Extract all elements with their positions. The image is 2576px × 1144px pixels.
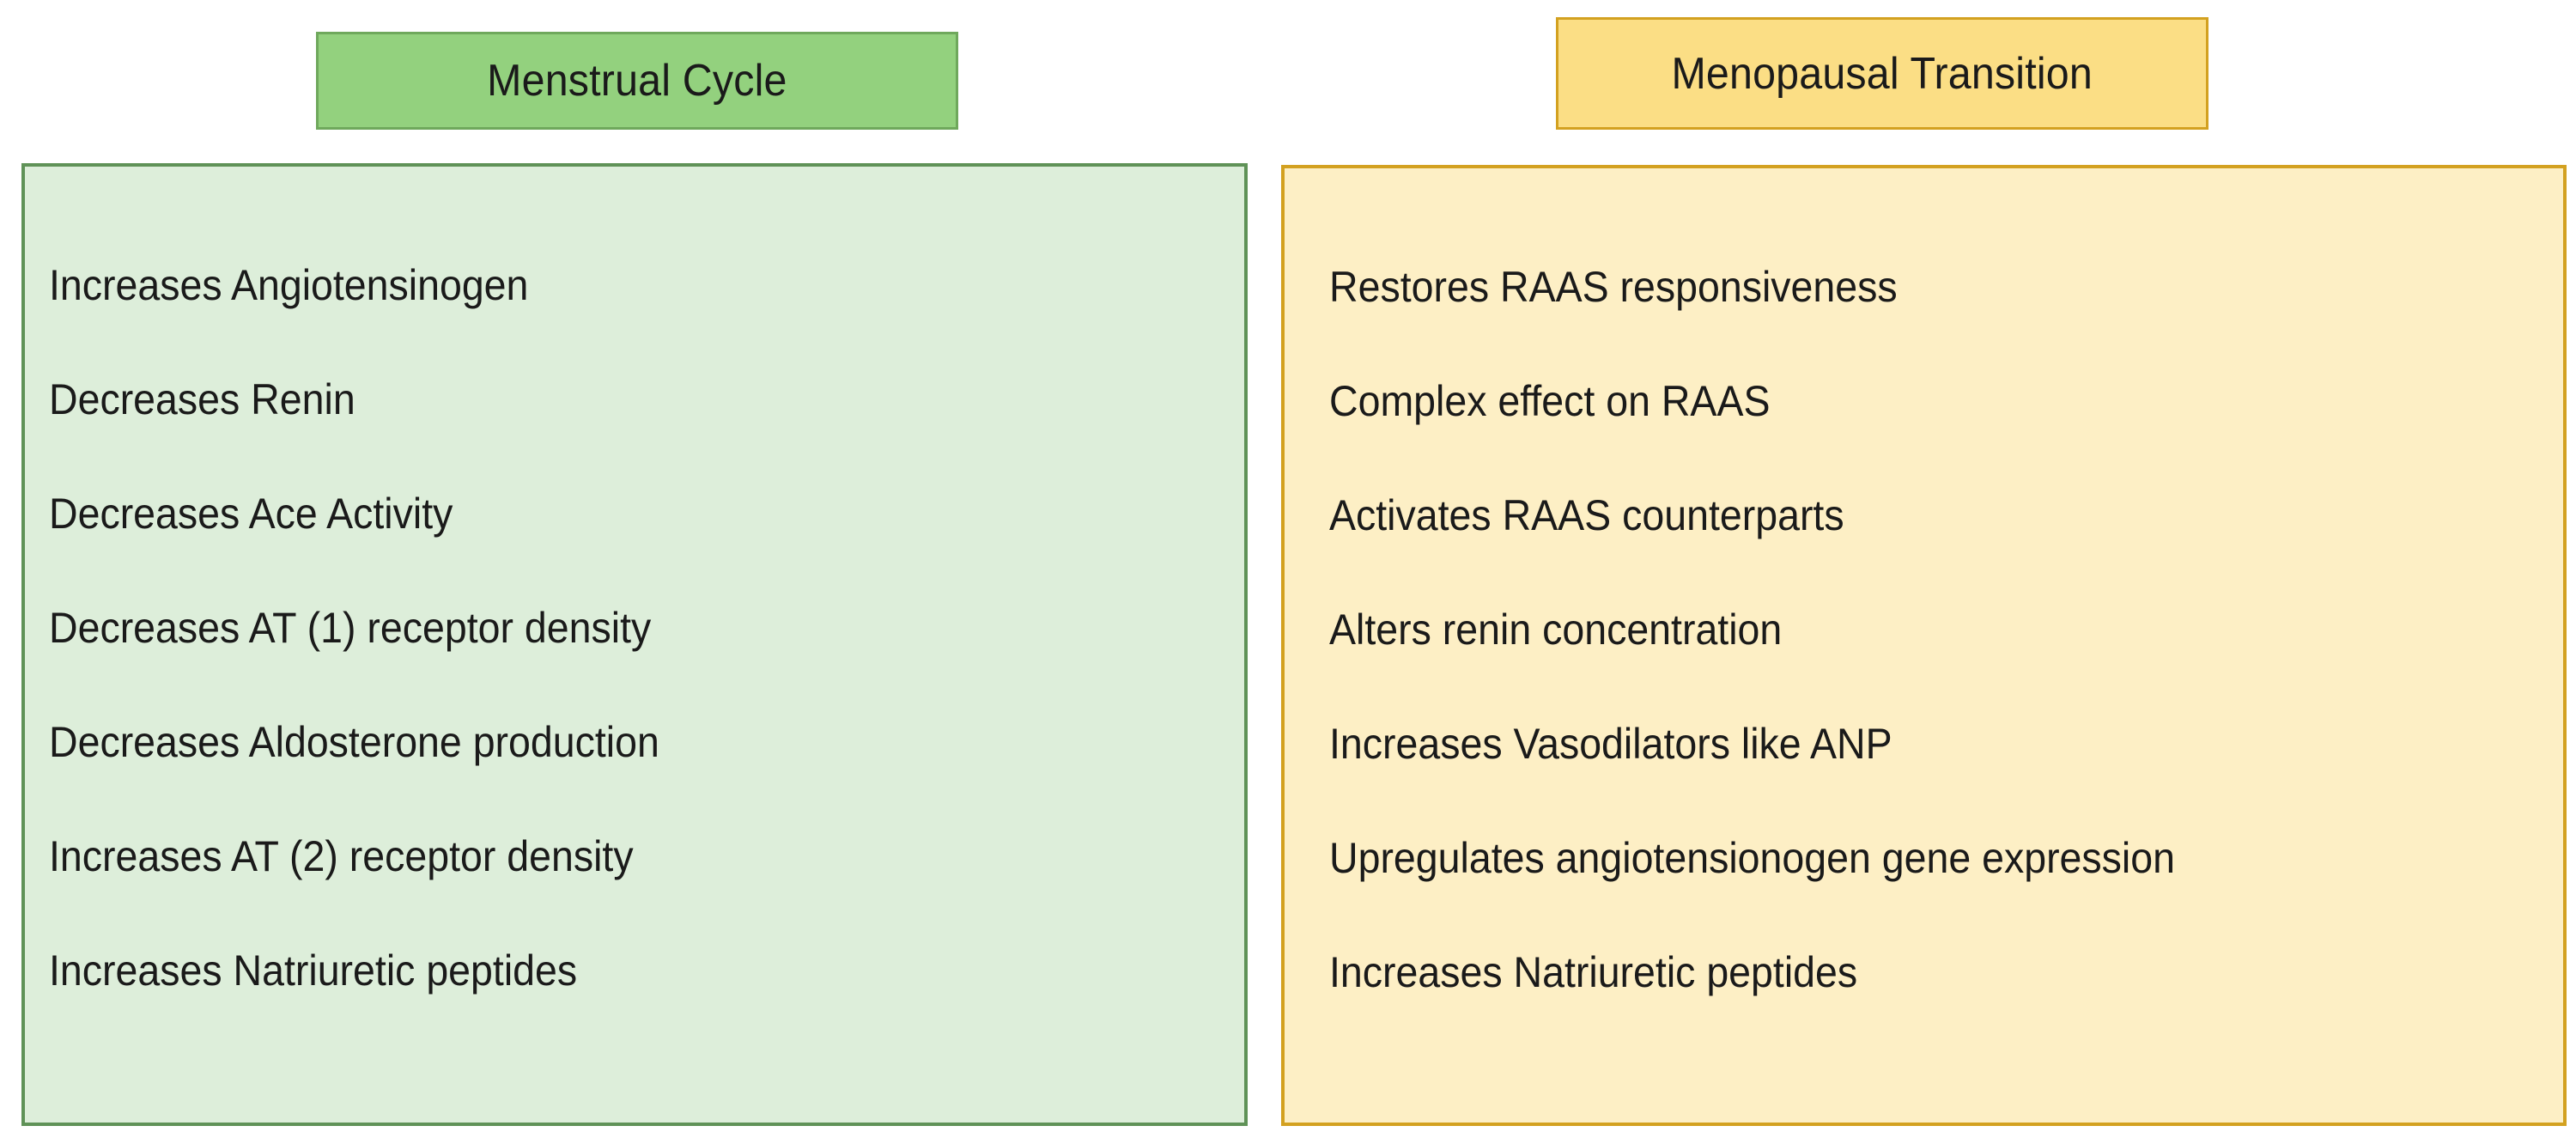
menstrual-cycle-header-label: Menstrual Cycle	[487, 56, 787, 106]
menopausal-transition-header-label: Menopausal Transition	[1671, 48, 2093, 99]
list-item: Decreases AT (1) receptor density	[49, 606, 1268, 721]
list-item-label: Increases Natriuretic peptides	[1329, 948, 1858, 996]
list-item: Increases AT (2) receptor density	[49, 835, 1268, 949]
list-item: Increases Natriuretic peptides	[1329, 951, 2576, 1065]
list-item: Alters renin concentration	[1329, 608, 2576, 722]
list-item: Increases Vasodilators like ANP	[1329, 722, 2576, 837]
list-item: Activates RAAS counterparts	[1329, 494, 2576, 608]
list-item-label: Decreases Ace Activity	[49, 490, 453, 538]
list-item-label: Complex effect on RAAS	[1329, 377, 1771, 425]
list-item-label: Increases AT (2) receptor density	[49, 832, 634, 880]
list-item-label: Increases Natriuretic peptides	[49, 946, 578, 995]
list-item-label: Upregulates angiotensionogen gene expres…	[1329, 834, 2175, 882]
menstrual-cycle-panel: Increases Angiotensinogen Decreases Reni…	[21, 163, 1248, 1126]
list-item-label: Activates RAAS counterparts	[1329, 491, 1844, 539]
list-item-label: Decreases Aldosterone production	[49, 718, 659, 766]
menopausal-transition-panel: Restores RAAS responsiveness Complex eff…	[1281, 165, 2567, 1126]
menopausal-transition-header-chip: Menopausal Transition	[1556, 17, 2208, 130]
list-item: Upregulates angiotensionogen gene expres…	[1329, 837, 2576, 951]
list-item: Increases Angiotensinogen	[49, 264, 1268, 378]
list-item-label: Decreases AT (1) receptor density	[49, 604, 652, 652]
list-item: Complex effect on RAAS	[1329, 380, 2576, 494]
list-item-label: Decreases Renin	[49, 375, 355, 423]
menstrual-cycle-item-list: Increases Angiotensinogen Decreases Reni…	[25, 167, 1268, 1063]
menstrual-cycle-header-chip: Menstrual Cycle	[316, 32, 958, 130]
list-item: Increases Natriuretic peptides	[49, 949, 1268, 1063]
list-item-label: Increases Vasodilators like ANP	[1329, 720, 1893, 768]
list-item-label: Alters renin concentration	[1329, 605, 1783, 654]
menopausal-transition-item-list: Restores RAAS responsiveness Complex eff…	[1285, 168, 2576, 1065]
list-item: Decreases Renin	[49, 378, 1268, 492]
list-item: Decreases Ace Activity	[49, 492, 1268, 606]
list-item-label: Restores RAAS responsiveness	[1329, 263, 1898, 311]
list-item: Restores RAAS responsiveness	[1329, 265, 2576, 380]
list-item-label: Increases Angiotensinogen	[49, 261, 529, 309]
list-item: Decreases Aldosterone production	[49, 721, 1268, 835]
